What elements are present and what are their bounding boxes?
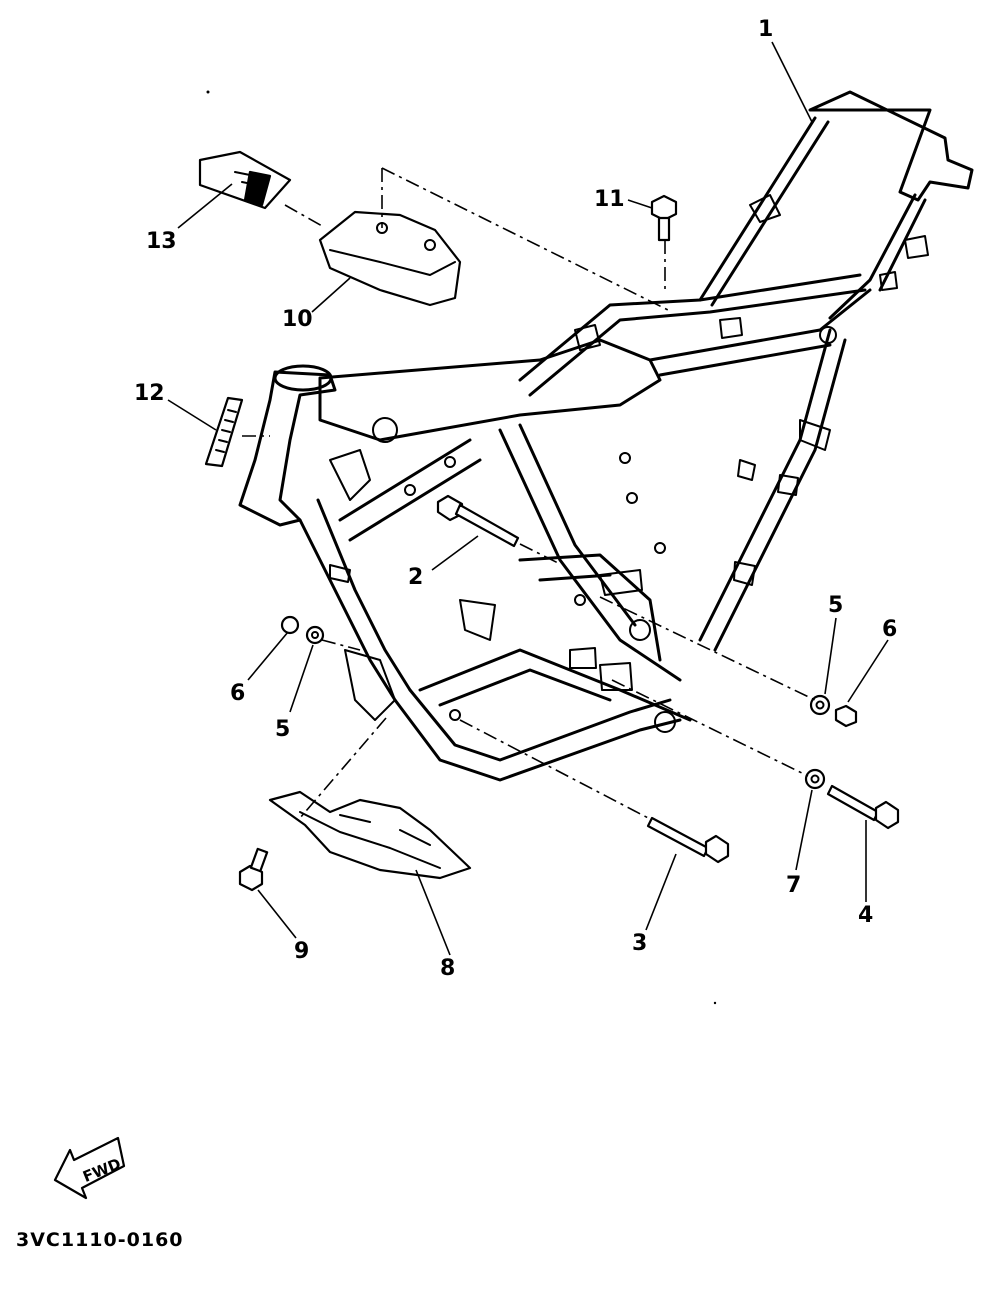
bolt-2-part <box>436 494 520 548</box>
band-part <box>198 150 292 210</box>
diagram-code: 3VC1110-0160 <box>16 1229 184 1251</box>
washer-7-part <box>804 768 826 790</box>
part-number-13: 13 <box>146 229 177 254</box>
part-number-10: 10 <box>282 307 313 332</box>
part-number-6-right: 6 <box>882 617 897 642</box>
washer-5-left-part <box>305 625 325 645</box>
part-number-3: 3 <box>632 931 647 956</box>
cover-part <box>318 210 462 307</box>
part-number-9: 9 <box>294 939 309 964</box>
bolt-4-part <box>826 784 900 830</box>
part-number-6-left: 6 <box>230 681 245 706</box>
part-number-12: 12 <box>134 381 165 406</box>
part-number-5-right: 5 <box>828 593 843 618</box>
motorcycle-frame <box>238 90 974 782</box>
nut-6-left-part <box>280 615 300 635</box>
part-number-5-left: 5 <box>275 717 290 742</box>
part-number-1: 1 <box>758 17 773 42</box>
bolt-9-part <box>238 847 269 892</box>
bolt-3-part <box>646 816 730 864</box>
nut-6-right-part <box>834 704 858 728</box>
part-number-labels: 1 11 13 10 12 2 5 6 6 5 7 4 3 9 8 <box>134 17 897 981</box>
forward-arrow-icon: FWD <box>53 1136 126 1200</box>
part-number-8: 8 <box>440 956 455 981</box>
dashed-assembly-lines <box>242 167 816 821</box>
part-number-7: 7 <box>786 873 801 898</box>
washer-5-right-part <box>809 694 831 716</box>
bolt-11-part <box>650 194 678 242</box>
part-number-4: 4 <box>858 903 873 928</box>
guard-part <box>268 790 472 880</box>
part-number-11: 11 <box>594 187 625 212</box>
part-number-2: 2 <box>408 565 423 590</box>
label-part <box>204 396 244 468</box>
leader-lines <box>167 41 889 956</box>
